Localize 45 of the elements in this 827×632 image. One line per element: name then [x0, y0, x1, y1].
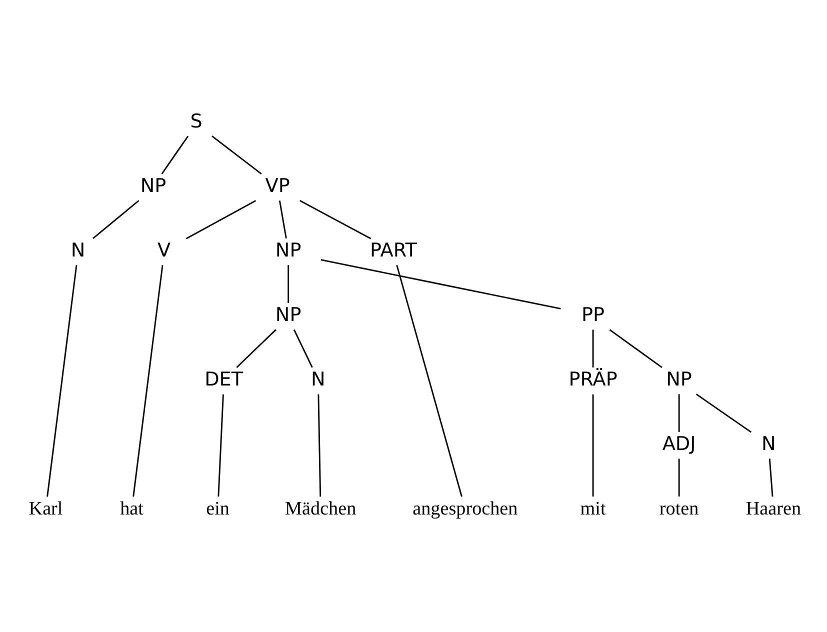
- node-text: V: [158, 238, 171, 262]
- node-text: NP: [666, 367, 692, 390]
- connector: [678, 458, 680, 496]
- connector: [161, 135, 189, 174]
- connector: [592, 394, 594, 496]
- node-text: mit: [580, 498, 606, 520]
- connector: [300, 200, 372, 239]
- node-text: angesprochen: [412, 498, 518, 520]
- connector: [592, 329, 594, 367]
- node-text: roten: [659, 498, 699, 520]
- node-text: PART: [370, 238, 417, 262]
- node-text: N: [70, 238, 86, 262]
- node-text: N: [762, 432, 776, 455]
- connector: [186, 200, 256, 239]
- connector: [293, 328, 313, 368]
- node-text: hat: [120, 498, 144, 520]
- connector: [288, 264, 290, 302]
- node-text: PRÄP: [568, 367, 618, 390]
- connector: [318, 394, 322, 496]
- connector: [278, 200, 287, 238]
- connector: [218, 394, 224, 496]
- node-text: ADJ: [662, 432, 696, 455]
- node-text: Karl: [28, 498, 63, 520]
- node-text: Haaren: [746, 498, 802, 520]
- node-text: DET: [204, 367, 244, 390]
- node-text: NP: [275, 302, 302, 326]
- connector: [46, 264, 78, 496]
- connector: [236, 328, 276, 368]
- connector: [396, 264, 462, 496]
- node-text: Mädchen: [285, 498, 356, 520]
- node-text: NP: [275, 238, 302, 262]
- connector: [132, 264, 164, 496]
- node-text: NP: [140, 173, 166, 196]
- connector: [678, 394, 680, 432]
- node-text: N: [311, 367, 326, 390]
- node-text: ein: [206, 498, 230, 520]
- node-text: S: [190, 108, 202, 132]
- connector: [768, 458, 774, 496]
- node-text: VP: [265, 173, 290, 196]
- node-text: PP: [582, 302, 605, 326]
- connector: [609, 328, 662, 368]
- connector: [212, 135, 262, 174]
- connector: [696, 393, 752, 432]
- connector: [92, 200, 140, 238]
- connector: [320, 258, 561, 309]
